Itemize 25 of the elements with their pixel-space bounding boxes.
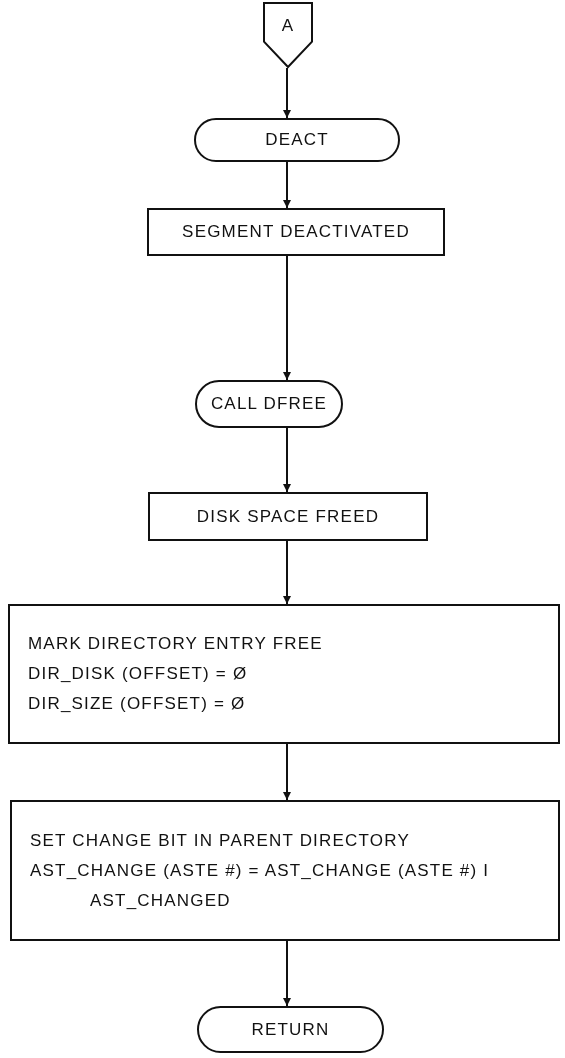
terminator: [194, 118, 400, 162]
node-text: CALL DFREE: [210, 393, 328, 415]
node-text: A: [281, 15, 295, 37]
process-box: [10, 800, 560, 941]
node-text: DIR_SIZE (OFFSET) = Ø: [28, 693, 246, 715]
terminator: [197, 1006, 384, 1053]
node-text: MARK DIRECTORY ENTRY FREE: [28, 633, 323, 655]
node-text: DIR_DISK (OFFSET) = Ø: [28, 663, 248, 685]
arrow: [283, 940, 291, 1007]
arrow: [283, 427, 291, 493]
terminator: [195, 380, 343, 428]
node-text: DISK SPACE FREED: [196, 505, 380, 528]
node-text: RETURN: [251, 1018, 330, 1041]
node-text: AST_CHANGE (ASTE #) = AST_CHANGE (ASTE #) I AST_CHANGED: [30, 859, 491, 912]
arrow: [283, 743, 291, 801]
process-box: [148, 492, 428, 541]
node-text: SEGMENT DEACTIVATED: [182, 221, 410, 243]
arrow: [283, 255, 291, 381]
arrow: [283, 161, 291, 209]
node-text: SET CHANGE BIT IN PARENT DIRECTORY: [30, 829, 410, 852]
process-box: [147, 208, 445, 256]
process-box: [8, 604, 560, 744]
arrow: [283, 67, 291, 119]
node-text: DEACT: [265, 129, 329, 151]
arrow: [283, 540, 291, 605]
